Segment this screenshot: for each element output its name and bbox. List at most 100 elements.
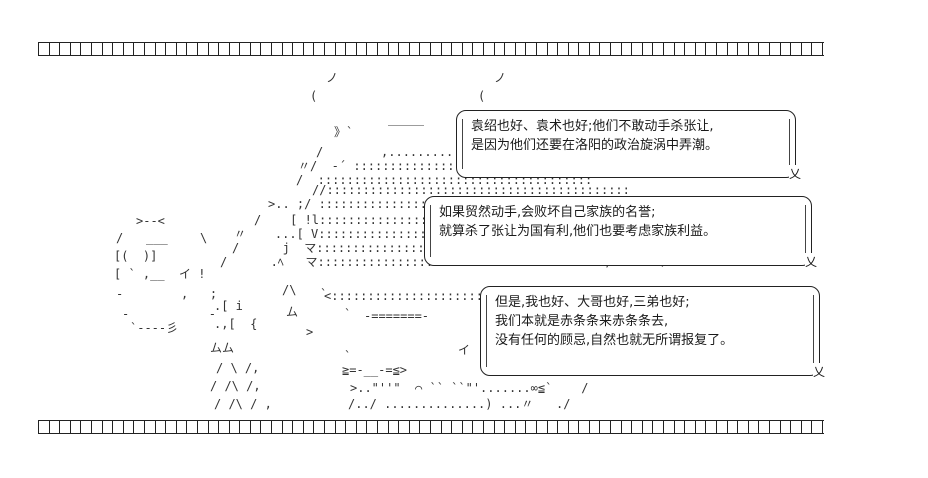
frame-tick (186, 43, 188, 55)
frame-tick (684, 421, 686, 433)
frame-tick (768, 43, 770, 55)
art-body-mark: / /\ / , (214, 397, 272, 411)
frame-tick (451, 421, 453, 433)
frame-tick (239, 421, 241, 433)
frame-tick (557, 43, 559, 55)
frame-tick (652, 43, 654, 55)
frame-tick (122, 43, 124, 55)
frame-tick (514, 43, 516, 55)
frame-tick (228, 43, 230, 55)
frame-tick (578, 421, 580, 433)
frame-tick (387, 43, 389, 55)
bubble-2-line-1: 如果贸然动手,会败坏自己家族的名誉; (439, 205, 656, 220)
frame-tick (80, 421, 82, 433)
frame-tick (726, 421, 728, 433)
frame-tick (588, 43, 590, 55)
frame-tick (313, 421, 315, 433)
frame-tick (641, 43, 643, 55)
frame-tick (663, 43, 665, 55)
frame-tick (101, 421, 103, 433)
frame-tick (641, 421, 643, 433)
frame-tick (207, 43, 209, 55)
frame-tick (472, 421, 474, 433)
art-bottom-line: /../ ..............) ...〃 (348, 397, 534, 411)
frame-tick (90, 421, 92, 433)
frame-tick (218, 43, 220, 55)
bubble-1-line-2: 是因为他们还要在洛阳的政治旋涡中弄潮。 (471, 138, 719, 153)
frame-tick (260, 421, 262, 433)
frame-tick (133, 421, 135, 433)
bubble-1-line-1: 袁绍也好、袁术也好;他们不敢动手杀张让, (471, 119, 714, 134)
art-face-mouth: ___ (146, 231, 168, 245)
bubble-1-tail: 乂 (788, 165, 801, 184)
frame-tick (175, 43, 177, 55)
frame-tick (154, 421, 156, 433)
art-chin: -=======- (364, 309, 430, 323)
frame-tick (112, 421, 114, 433)
bubble-2-tail: 乂 (804, 253, 817, 272)
frame-tick (800, 421, 802, 433)
art-brow: ＿＿＿ (388, 113, 425, 127)
frame-tick (271, 43, 273, 55)
frame-tick (408, 421, 410, 433)
art-body-mark: / /\ /, (210, 379, 261, 393)
frame-tick (726, 43, 728, 55)
frame-tick (535, 421, 537, 433)
frame-tick (779, 43, 781, 55)
frame-tick (324, 421, 326, 433)
art-face-top: >--< (136, 214, 165, 228)
frame-tick (398, 43, 400, 55)
art-stroke: ( (310, 89, 318, 103)
frame-tick (790, 43, 792, 55)
frame-tick (493, 43, 495, 55)
frame-tick (38, 43, 39, 55)
frame-tick (260, 43, 262, 55)
frame-tick (143, 421, 145, 433)
art-face-chin: [ ` ,__ イ ! (114, 267, 206, 281)
frame-tick (90, 43, 92, 55)
speech-bubble-2: 如果贸然动手,会败坏自己家族的名誉; 就算杀了张让为国有利,他们也要考虑家族利益… (424, 196, 817, 272)
frame-tick (779, 421, 781, 433)
frame-tick (620, 421, 622, 433)
art-beard: ≧=-__-=≦> (342, 363, 408, 377)
frame-tick (557, 421, 559, 433)
frame-tick (398, 421, 400, 433)
frame-tick (525, 43, 527, 55)
frame-tick (694, 421, 696, 433)
frame-tick (663, 421, 665, 433)
frame-tick (737, 43, 739, 55)
frame-tick (154, 43, 156, 55)
art-face-bracket: [( )] (114, 249, 158, 263)
frame-tick (196, 421, 198, 433)
frame-tick (366, 421, 368, 433)
bubble-3-line-1: 但是,我也好、大哥也好,三弟也好; (495, 295, 690, 310)
frame-tick (716, 43, 717, 55)
frame-tick (716, 421, 717, 433)
frame-tick (631, 43, 633, 55)
frame-tick (673, 43, 675, 55)
frame-tick (482, 421, 484, 433)
frame-tick (620, 43, 622, 55)
bubble-3-line-2: 我们本就是赤条条来赤条条去, (495, 314, 669, 329)
frame-tick (408, 43, 410, 55)
frame-tick (504, 421, 506, 433)
frame-tick (69, 421, 71, 433)
frame-tick (811, 43, 813, 55)
frame-tick (387, 421, 389, 433)
frame-tick (546, 43, 548, 55)
frame-tick (165, 421, 167, 433)
frame-tick (59, 421, 61, 433)
frame-tick (345, 43, 347, 55)
frame-tick (143, 43, 145, 55)
frame-tick (122, 421, 124, 433)
frame-tick (493, 421, 495, 433)
top-frame-bar (38, 42, 824, 56)
frame-tick (588, 421, 590, 433)
bubble-2-line-2: 就算杀了张让为国有利,他们也要考虑家族利益。 (439, 224, 717, 239)
frame-tick (429, 421, 431, 433)
frame-tick (482, 43, 484, 55)
frame-tick (271, 421, 273, 433)
frame-tick (546, 421, 548, 433)
frame-tick (175, 421, 177, 433)
frame-tick (684, 43, 686, 55)
